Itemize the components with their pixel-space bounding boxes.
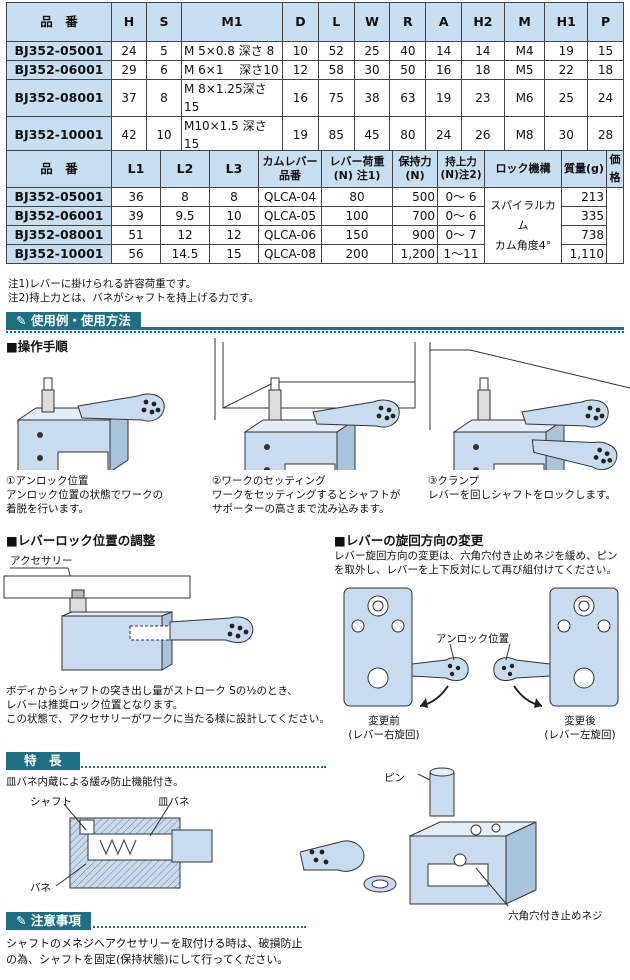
step2-figure xyxy=(214,338,416,470)
spec-table-2: 品 番 L1 L2 L3 カムレバー品番 レバー荷重(N) 注1) 保持力(N)… xyxy=(6,150,624,264)
lock-mechanism-cell: スパイラルカム カム角度4° xyxy=(484,187,562,264)
section-features-bar: 特 長 xyxy=(6,752,326,770)
t1-h-6: W xyxy=(353,2,391,42)
step3-text: ③クランプ レバーを回しシャフトをロックします。 xyxy=(428,475,616,501)
table-row: BJ352-05001 36 8 8 QLCA-04 80 500 0～ 6 ス… xyxy=(6,187,624,264)
t2-h-7: 持上力(N)注2) xyxy=(437,150,485,188)
t1-h-0: 品 番 xyxy=(6,2,112,42)
disc-spring-label: 皿バネ xyxy=(158,796,190,808)
operation-illustration xyxy=(17,338,630,470)
t2-h-6: 保持力(N) xyxy=(392,150,438,188)
table-row: BJ352-08001 37 8 M 8×1.25深さ15 16 75 38 6… xyxy=(6,79,624,117)
t1-h-2: S xyxy=(146,2,182,42)
t1-h-7: R xyxy=(389,2,427,42)
t1-h-8: A xyxy=(425,2,463,42)
t1-h-12: P xyxy=(587,2,624,42)
section-caution-bar: ✎ 注意事項 xyxy=(6,912,306,930)
table-row: BJ352-06001 29 6 M 6×1 深さ10 12 58 30 50 … xyxy=(6,60,624,80)
t2-h-2: L2 xyxy=(160,150,210,188)
after-label: 変更後 (レバー左旋回) xyxy=(544,715,616,741)
step1-figure xyxy=(17,377,165,470)
spring-label: バネ xyxy=(30,882,51,894)
t2-h-0: 品 番 xyxy=(6,150,112,188)
features-cross-section xyxy=(55,803,213,889)
before-label: 変更前 (レバー右旋回) xyxy=(348,715,420,741)
t1-h-4: D xyxy=(282,2,319,42)
table-row: BJ352-05001 24 5 M 5×0.8 深さ 8 10 52 25 4… xyxy=(6,41,624,61)
accessory-label: アクセサリー xyxy=(10,555,73,567)
notes: 注1)レバーに掛けられる許容荷重です。 注2)持上力とは、バネがシャフトを持上げ… xyxy=(8,278,260,304)
section-usage-bar: ✎ 使用例・使用方法 xyxy=(6,312,624,333)
price-cell xyxy=(606,187,624,264)
t1-h-11: H1 xyxy=(544,2,589,42)
pencil-icon: ✎ xyxy=(16,913,31,928)
pin-setscrew-figure xyxy=(300,767,537,907)
unlock-position-label: アンロック位置 xyxy=(436,633,510,645)
t2-h-10: 価格 xyxy=(606,150,624,188)
t2-h-5: レバー荷重(N) 注1) xyxy=(321,150,393,188)
table-row: BJ352-10001 42 10 M10×1.5 深さ15 19 85 45 … xyxy=(6,116,624,154)
step1-text: ①アンロック位置 アンロック位置の状態でワークの 着脱を行います。 xyxy=(6,475,164,515)
features-text: 皿バネ内蔵による緩み防止機能付き。 xyxy=(6,776,184,788)
table-row: BJ352-10001 56 14.5 15 QLCA-08 200 1,200… xyxy=(6,244,624,264)
lever-adjust-figure xyxy=(3,567,254,671)
pencil-icon: ✎ xyxy=(16,313,31,328)
step2-text: ②ワークのセッティング ワークをセッティングするとシャフトが サポーターの高さま… xyxy=(212,475,401,515)
t1-h-9: H2 xyxy=(461,2,505,42)
t2-h-8: ロック機構 xyxy=(484,150,562,188)
operation-heading: ■操作手順 xyxy=(6,339,68,354)
rotation-desc: レバー旋回方向の変更は、六角穴付き止めネジを緩め、ピン を取外し、レバーを上下反… xyxy=(334,550,618,576)
t1-h-1: H xyxy=(111,2,147,42)
t2-h-4: カムレバー品番 xyxy=(258,150,322,188)
pin-label: ピン xyxy=(384,772,405,784)
lever-adjust-heading: ■レバーロック位置の調整 xyxy=(6,533,156,548)
t2-h-1: L1 xyxy=(111,150,161,188)
spec-table-1: 品 番 H S M1 D L W R A H2 M H1 P BJ352-050… xyxy=(6,2,624,154)
shaft-label: シャフト xyxy=(30,796,72,808)
table-row: BJ352-06001 39 9.5 10 QLCA-05 100 700 0～… xyxy=(6,206,624,226)
caution-text: シャフトのメネジへアクセサリーを取付ける時は、破損防止 の為、シャフトを固定(保… xyxy=(6,937,303,966)
setscrew-label: 六角穴付き止めネジ xyxy=(508,910,603,922)
t2-h-9: 質量(g) xyxy=(561,150,607,188)
step3-figure xyxy=(429,342,630,470)
t1-h-5: L xyxy=(317,2,355,42)
rotation-figure xyxy=(343,587,619,708)
t1-h-3: M1 xyxy=(181,2,283,42)
rotation-heading: ■レバーの旋回方向の変更 xyxy=(334,533,484,548)
lever-adjust-desc: ボディからシャフトの突き出し量がストローク Sの½のとき、 レバーは推奨ロック位… xyxy=(6,685,330,725)
t2-h-3: L3 xyxy=(209,150,259,188)
t1-h-10: M xyxy=(503,2,546,42)
